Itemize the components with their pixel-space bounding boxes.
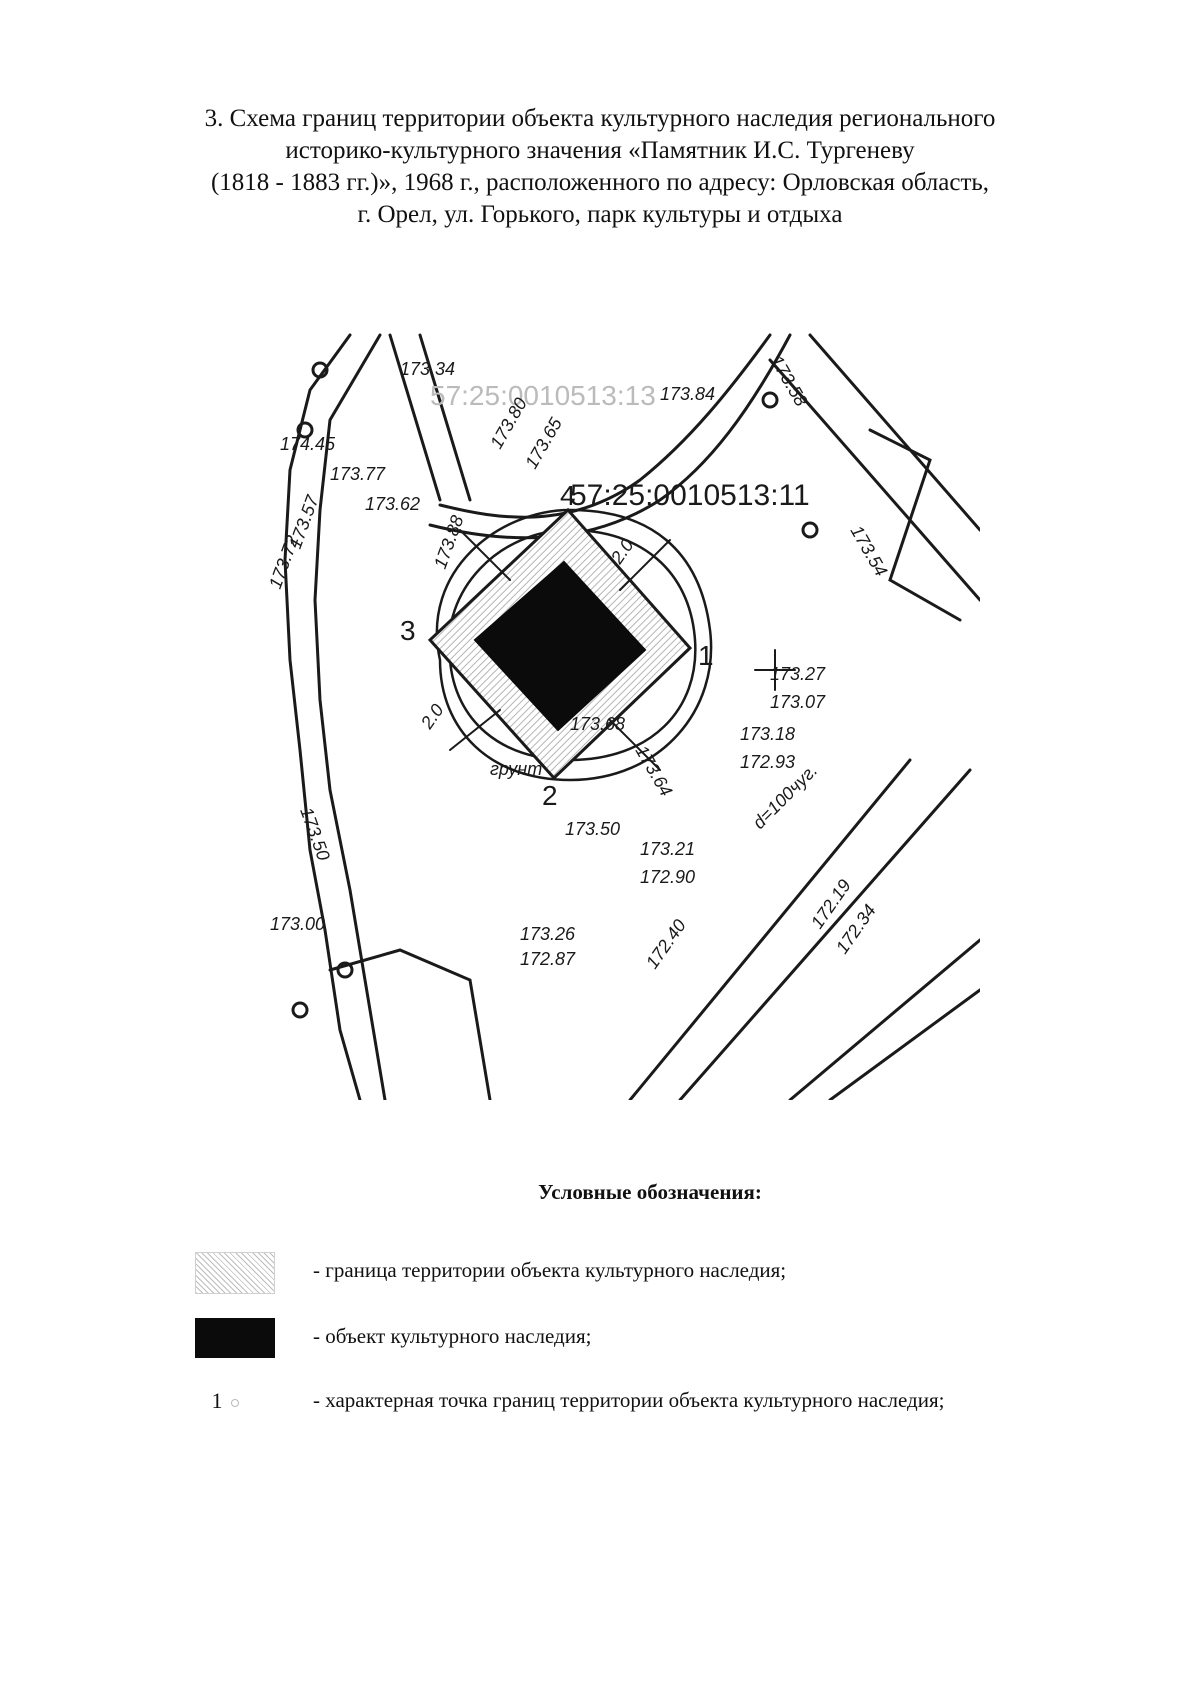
- elevation-label: 173.26: [520, 924, 576, 944]
- solid-swatch: [195, 1318, 275, 1358]
- road-top-b: [418, 333, 472, 502]
- tree-symbol: [291, 1001, 309, 1019]
- point-swatch: 1: [195, 1388, 255, 1414]
- dim-line-c: [449, 709, 501, 751]
- elevation-label: 173.50: [296, 805, 334, 864]
- elevation-label: 172.87: [520, 949, 576, 969]
- tree-symbol: [801, 521, 819, 539]
- road-bottom-right: [788, 938, 980, 1100]
- elevation-label: 173.65: [521, 413, 566, 472]
- legend-text: - объект культурного наследия;: [313, 1324, 592, 1348]
- site-map: 57:25:0010513:11 57:25:0010513:13 1 2 3 …: [270, 330, 980, 1100]
- elevation-label: 172.40: [642, 916, 690, 973]
- document-title: 3. Схема границ территории объекта культ…: [120, 103, 1080, 231]
- tree-symbol: [761, 391, 779, 409]
- hatch-swatch: [195, 1252, 275, 1294]
- parcel-label-13: 57:25:0010513:13: [430, 380, 656, 411]
- elevation-label: 173.64: [632, 742, 677, 800]
- parcel-label-11: 57:25:0010513:11: [570, 479, 810, 512]
- road-bottom-right-2: [828, 988, 980, 1100]
- road-bottom-b: [678, 768, 972, 1100]
- offset-label: 2.0: [416, 700, 447, 733]
- tree-symbol: [336, 961, 354, 979]
- tree-symbol: [311, 361, 329, 379]
- dim-line-b: [619, 539, 671, 591]
- ground-label: грунт: [490, 759, 542, 779]
- corner-point-4: 4: [560, 480, 576, 511]
- corner-point-1: 1: [698, 640, 714, 671]
- road-left-outer: [283, 333, 362, 1100]
- title-line-2: историко-культурного значения «Памятник …: [285, 137, 915, 164]
- contour-inner: [447, 528, 697, 762]
- road-top-curve-2: [428, 333, 792, 540]
- road-right-block: [868, 428, 962, 622]
- road-top-curve: [438, 333, 772, 519]
- elevation-label: 173.62: [365, 494, 420, 514]
- elevation-label: 173.07: [770, 692, 826, 712]
- elevation-label: 173.00: [270, 914, 325, 934]
- legend-title: Условные обозначения:: [538, 1180, 762, 1204]
- elevation-label: 173.72: [270, 533, 303, 592]
- road-top-a: [388, 333, 442, 502]
- survey-cross: [754, 649, 796, 691]
- elevation-label: 173.50: [565, 819, 620, 839]
- legend-item-object: - объект культурного наследия;: [195, 1318, 1195, 1364]
- site-map-drawing: 57:25:0010513:11 57:25:0010513:13 1 2 3 …: [270, 333, 980, 1100]
- elevation-label: 173.58: [767, 352, 812, 410]
- title-line-4: г. Орел, ул. Горького, парк культуры и о…: [357, 201, 843, 228]
- heritage-object: [473, 560, 647, 732]
- contour-outer: [435, 508, 713, 782]
- elevation-label: 173.84: [660, 384, 715, 404]
- elevation-label: 172.93: [740, 752, 795, 772]
- corner-point-2: 2: [542, 780, 558, 811]
- elevation-label: 174.45: [280, 434, 336, 454]
- elevation-label: 173.68: [570, 714, 625, 734]
- road-bottom-left: [328, 948, 492, 1100]
- title-line-3: (1818 - 1883 гг.)», 1968 г., расположенн…: [210, 169, 990, 196]
- point-label: 1: [211, 1388, 223, 1413]
- elevation-label: 173.34: [400, 359, 455, 379]
- elevation-label: 172.90: [640, 867, 695, 887]
- legend-text: - характерная точка границ территории об…: [313, 1388, 945, 1412]
- legend-item-point: 1 - характерная точка границ территории …: [195, 1382, 1195, 1428]
- elevation-label: 173.27: [770, 664, 826, 684]
- elevation-label: 173.77: [330, 464, 386, 484]
- elevation-label: 173.21: [640, 839, 695, 859]
- tree-symbol: [296, 421, 314, 439]
- road-bottom-a: [628, 758, 912, 1100]
- road-left-inner: [313, 333, 387, 1100]
- legend-item-boundary: - граница территории объекта культурного…: [195, 1252, 1195, 1298]
- elevation-label: 173.18: [740, 724, 795, 744]
- title-line-1: 3. Схема границ территории объекта культ…: [204, 105, 996, 132]
- dim-line-a: [459, 529, 511, 581]
- road-right-diag-b: [768, 358, 980, 602]
- corner-point-3: 3: [400, 615, 416, 646]
- legend-text: - граница территории объекта культурного…: [313, 1258, 787, 1282]
- dim-line-d: [609, 719, 661, 771]
- point-dot-icon: [230, 1398, 239, 1407]
- elevation-label: 173.54: [847, 522, 892, 580]
- road-right-diag-a: [808, 333, 980, 532]
